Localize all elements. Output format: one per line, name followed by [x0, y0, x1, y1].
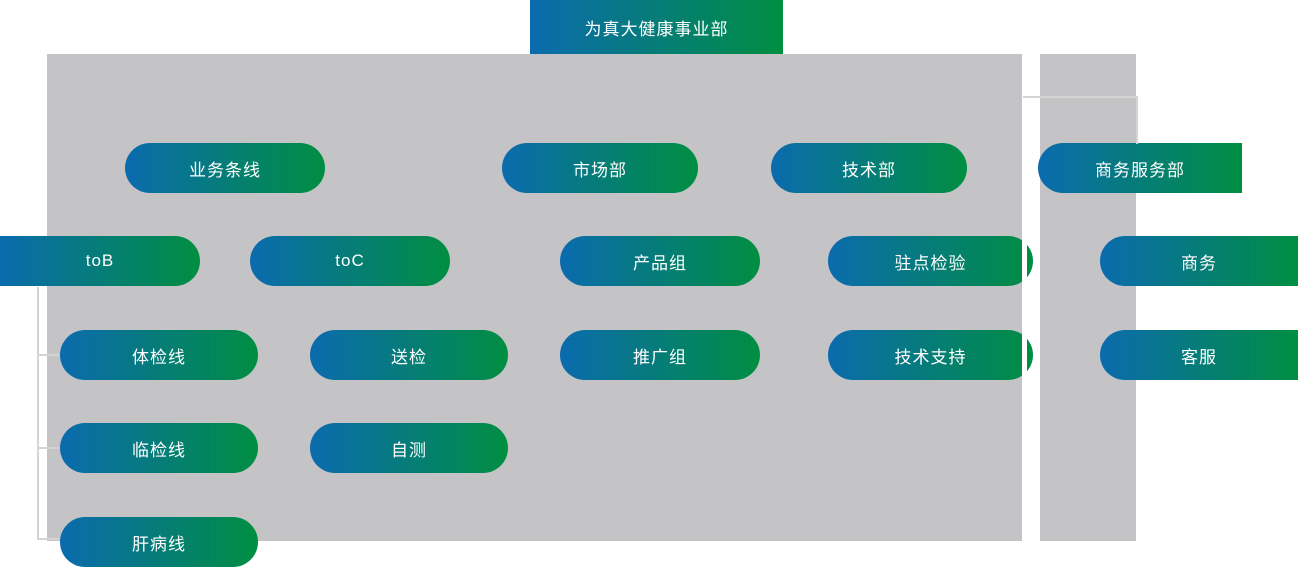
node-onsite-inspection: 驻点检验	[828, 236, 1033, 286]
node-business-lines: 业务条线	[125, 143, 325, 193]
connector-left-stub-physical-exam	[37, 354, 59, 356]
node-business-service-dept: 商务服务部	[1038, 143, 1242, 193]
node-physical-exam-line: 体检线	[60, 330, 258, 380]
node-product-group: 产品组	[560, 236, 760, 286]
node-liver-disease-line: 肝病线	[60, 517, 258, 567]
node-tech-support: 技术支持	[828, 330, 1033, 380]
node-business: 商务	[1100, 236, 1298, 286]
node-toc: toC	[250, 236, 450, 286]
node-customer-service: 客服	[1100, 330, 1298, 380]
node-promotion-group: 推广组	[560, 330, 760, 380]
connector-left-vertical	[37, 287, 39, 540]
node-marketing-dept: 市场部	[502, 143, 698, 193]
connector-left-stub-clinical-test	[37, 447, 59, 449]
node-tob: toB	[0, 236, 200, 286]
panel-divider	[1022, 54, 1027, 541]
side-panel	[1040, 54, 1136, 541]
node-tech-dept: 技术部	[771, 143, 967, 193]
node-clinical-test-line: 临检线	[60, 423, 258, 473]
connector-left-stub-liver-disease	[37, 538, 59, 540]
node-self-test: 自测	[310, 423, 508, 473]
node-root: 为真大健康事业部	[530, 0, 783, 54]
connector-right-vertical	[1136, 96, 1138, 144]
node-sample-send: 送检	[310, 330, 508, 380]
connector-right-horizontal	[1023, 96, 1138, 98]
